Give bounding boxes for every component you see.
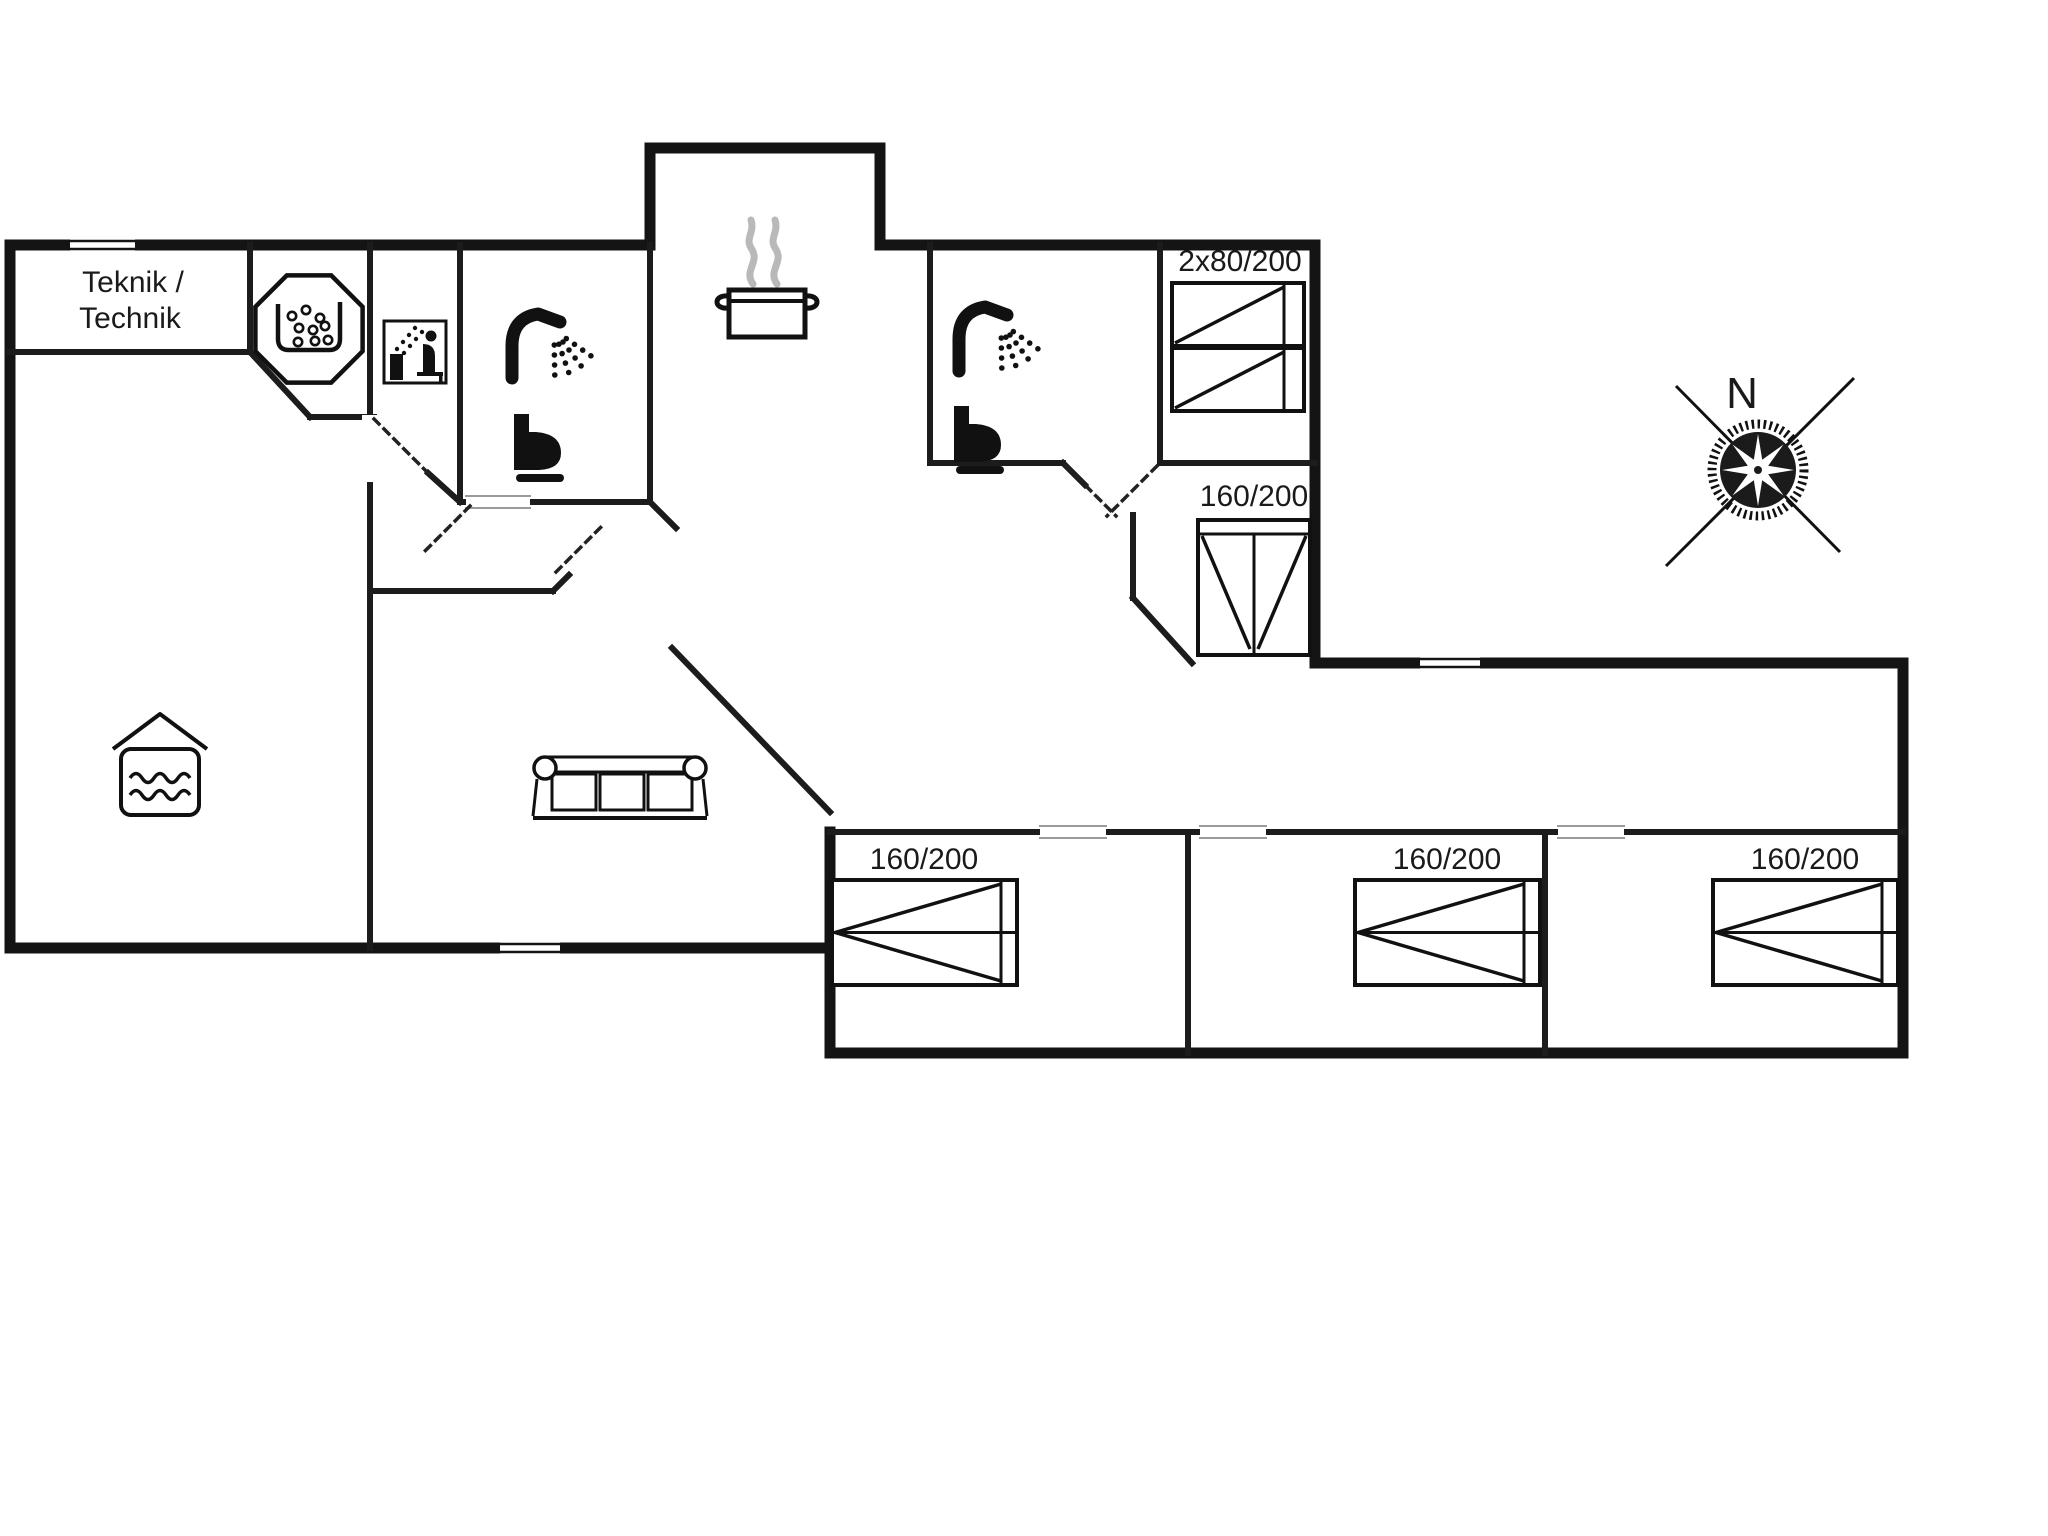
door-opening-bedroom1: [1040, 823, 1106, 841]
teknik-room-label-line1: Teknik /: [82, 266, 184, 299]
window-right-wing-top: [1420, 655, 1480, 671]
shower-icon-bath1: [505, 307, 594, 385]
window-living-bottom: [500, 940, 560, 956]
interior-wall: [245, 347, 315, 422]
toilet-icon-bath1: [514, 414, 564, 482]
door-opening-bath1: [466, 493, 530, 511]
bed-160-icon-room2: [1353, 878, 1542, 987]
sauna-icon: [382, 319, 448, 385]
compass-north-label: N: [1726, 369, 1758, 418]
bed-size-label-160-middle: 160/200: [1200, 480, 1308, 513]
bed-size-label-160-room3: 160/200: [1751, 843, 1859, 876]
bed-size-label-160-room2: 160/200: [1393, 843, 1501, 876]
sofa-icon: [531, 755, 709, 820]
door-leaf-bath1: [421, 503, 473, 555]
covered-pool-icon: [111, 712, 209, 817]
door-opening-bedroom3: [1558, 823, 1624, 841]
toilet-icon-bath2: [954, 406, 1004, 474]
window-top-left: [70, 237, 135, 253]
shower-icon-bath2: [952, 300, 1041, 378]
door-leaf-bedroom-2x80: [1104, 463, 1160, 519]
interior-wall: [645, 497, 681, 533]
compass-rose-icon: [1664, 376, 1856, 568]
door-leaf-bath2: [1063, 463, 1119, 519]
door-leaf-sauna: [371, 416, 433, 478]
interior-wall: [548, 570, 574, 596]
bed-size-label-160-room1: 160/200: [870, 843, 978, 876]
interior-wall: [667, 643, 835, 817]
double-bed-2x80-icon: [1170, 281, 1306, 413]
bed-size-label-2x80: 2x80/200: [1178, 245, 1301, 278]
bed-160-icon-room3: [1711, 878, 1900, 987]
door-opening-bedroom2: [1200, 823, 1266, 841]
teknik-room-label-line2: Technik: [79, 302, 182, 335]
bed-160-vertical-icon: [1196, 518, 1312, 657]
bed-160-icon-room1: [830, 878, 1019, 987]
door-opening-pool-room: [362, 415, 378, 482]
interior-wall: [423, 468, 465, 507]
cooking-pot-icon: [714, 216, 820, 340]
whirlpool-tub-icon: [253, 273, 365, 385]
interior-wall: [1128, 593, 1197, 668]
door-leaf-hall: [553, 523, 605, 575]
